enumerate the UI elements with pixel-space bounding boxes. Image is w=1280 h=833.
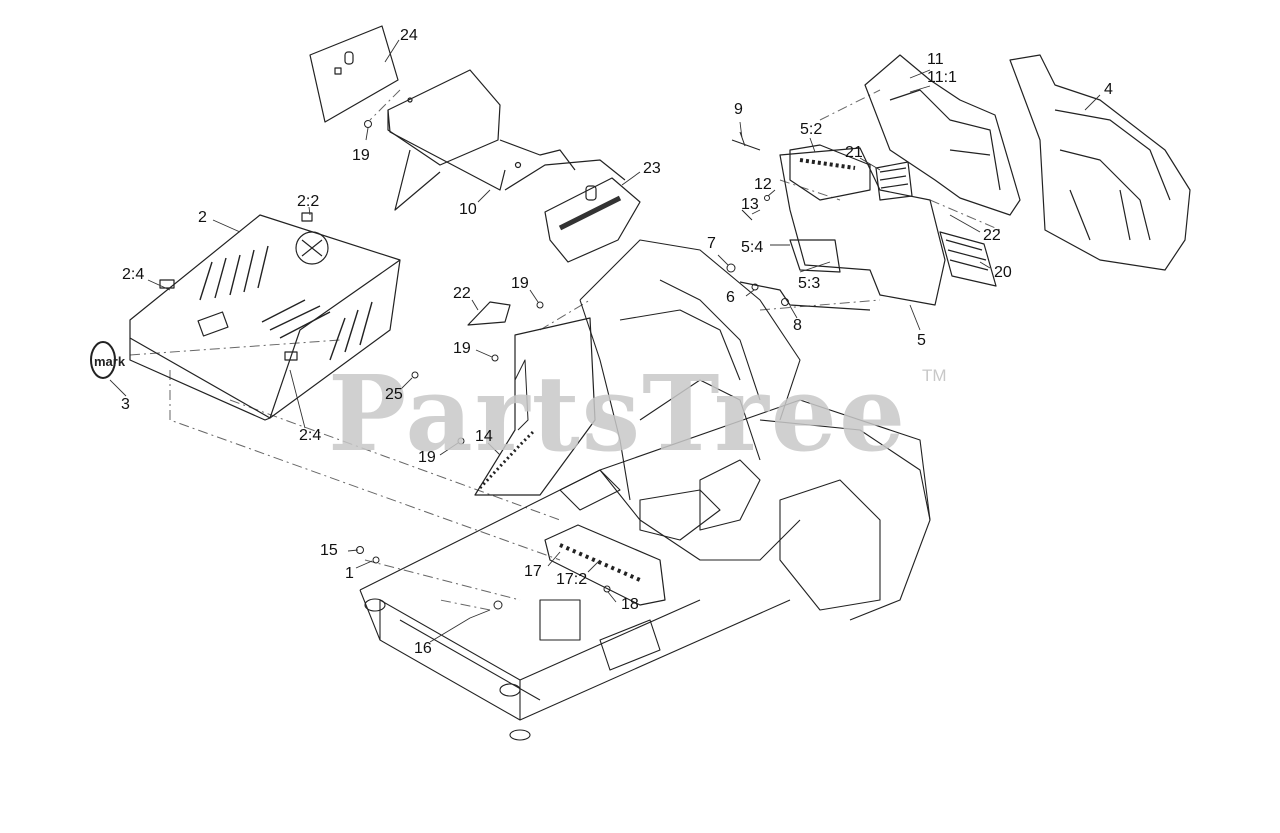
callout-24: 24: [400, 27, 418, 44]
part-17-panel: [544, 524, 666, 606]
callout-2-4: 2:4: [299, 427, 322, 444]
part-2-cover: [129, 212, 401, 421]
callout-19: 19: [352, 147, 370, 164]
callout-22: 22: [983, 227, 1001, 244]
callout-6: 6: [726, 289, 735, 306]
watermark-tm: TM: [922, 366, 947, 385]
callout-18: 18: [621, 596, 639, 613]
part-24-decal: [309, 25, 399, 123]
callout-19: 19: [418, 449, 436, 466]
svg-text:mark: mark: [94, 354, 126, 369]
part-20-vent: [939, 231, 997, 287]
fasteners: [356, 120, 789, 610]
callout-17: 17: [524, 563, 542, 580]
callout-21: 21: [845, 144, 863, 161]
callout-16: 16: [414, 640, 432, 657]
part-11-shroud: [864, 54, 1021, 216]
part-22a-decal: [467, 301, 511, 326]
callout-12: 12: [754, 176, 772, 193]
callout-3: 3: [121, 396, 130, 413]
part-4-shroud: [1009, 54, 1191, 271]
callout-11-1: 11:1: [927, 69, 957, 86]
callout-15: 15: [320, 542, 338, 559]
callout-2: 2: [198, 209, 207, 226]
callout-5-2: 5:2: [800, 121, 823, 138]
callout-7: 7: [707, 235, 716, 252]
main-frame: [359, 239, 931, 741]
watermark-text: PartsTree: [328, 352, 908, 475]
assembly-dashed-lines: [129, 89, 1001, 611]
callout-5-4: 5:4: [741, 239, 764, 256]
callout-25: 25: [385, 386, 403, 403]
callout-2-4: 2:4: [122, 266, 145, 283]
part-3-logo: mark: [90, 341, 126, 379]
part-14-panel: [474, 317, 596, 496]
part-10-bracket: [387, 69, 626, 211]
callout-22: 22: [453, 285, 471, 302]
part-21-vent: [875, 161, 913, 201]
part-23-plate: [544, 177, 641, 263]
callout-5-3: 5:3: [798, 275, 821, 292]
callout-13: 13: [741, 196, 759, 213]
leader-lines: [109, 39, 1101, 643]
callout-5: 5: [917, 332, 926, 349]
callout-2-2: 2:2: [297, 193, 320, 210]
callout-19: 19: [511, 275, 529, 292]
callout-17-2: 17:2: [556, 571, 588, 588]
callout-8: 8: [793, 317, 802, 334]
callout-20: 20: [994, 264, 1012, 281]
part-5-console: [739, 144, 946, 311]
callout-4: 4: [1104, 81, 1113, 98]
callout-19: 19: [453, 340, 471, 357]
callout-1: 1: [345, 565, 354, 582]
callout-11: 11: [927, 51, 944, 68]
callout-23: 23: [643, 160, 661, 177]
callout-10: 10: [459, 201, 477, 218]
callout-14: 14: [475, 428, 493, 445]
callout-9: 9: [734, 101, 743, 118]
